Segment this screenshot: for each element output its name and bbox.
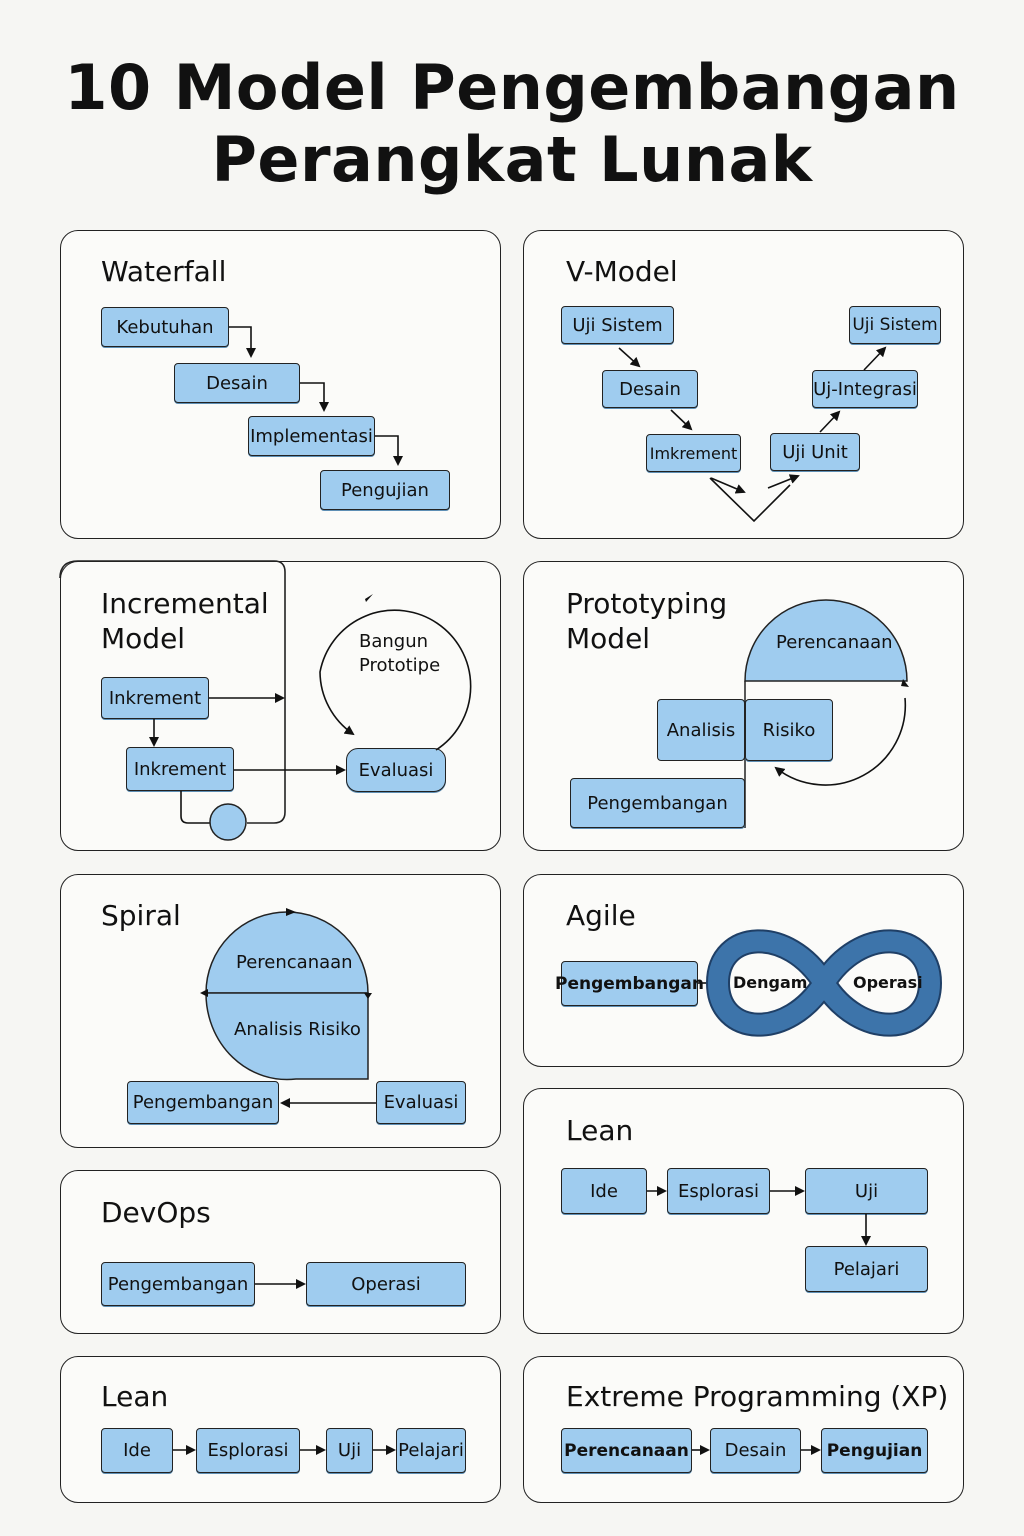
incremental-node-circle <box>209 803 247 841</box>
incremental-cycle-label-2: Prototipe <box>359 655 441 676</box>
devops-development-box: Pengembangan <box>101 1262 255 1306</box>
lean-right-uji-box: Uji <box>805 1168 928 1214</box>
agile-loop-label-left: Dengam <box>733 973 808 992</box>
xp-design-box: Desain <box>710 1428 801 1473</box>
vmodel-right-uji-sistem: Uji Sistem <box>849 306 941 344</box>
prototyping-development-box: Pengembangan <box>570 778 745 828</box>
xp-title: Extreme Programming (XP) <box>566 1380 949 1413</box>
vmodel-left-imkrement: Imkrement <box>646 434 741 472</box>
lean-right-title: Lean <box>566 1114 634 1147</box>
incremental-cycle-label-1: Bangun <box>359 631 429 652</box>
prototyping-title-line-2: Model <box>566 622 651 655</box>
lean-right-ide-box: Ide <box>561 1168 647 1214</box>
prototyping-risk-box: Risiko <box>745 699 833 761</box>
vmodel-left-desain: Desain <box>602 370 698 408</box>
lean-bottom-ide-box: Ide <box>101 1428 173 1473</box>
devops-title: DevOps <box>101 1196 211 1229</box>
waterfall-step-pengujian: Pengujian <box>320 470 450 510</box>
incremental-box-2: Inkrement <box>126 747 234 791</box>
lean-bottom-uji-box: Uji <box>326 1428 373 1473</box>
devops-operation-box: Operasi <box>306 1262 466 1306</box>
spiral-development-box: Pengembangan <box>127 1081 279 1124</box>
prototyping-planning-label: Perencanaan <box>776 632 893 653</box>
vmodel-right-uj-integrasi: Uj-Integrasi <box>812 370 918 408</box>
spiral-evaluation-box: Evaluasi <box>376 1081 466 1124</box>
page-title-line-2: Perangkat Lunak <box>211 123 813 196</box>
devops-panel <box>60 1170 501 1334</box>
waterfall-step-kebutuhan: Kebutuhan <box>101 307 229 347</box>
agile-loop-label-right: Operasi <box>853 973 923 992</box>
vmodel-title: V-Model <box>566 255 678 288</box>
waterfall-step-desain: Desain <box>174 363 300 403</box>
prototyping-title-line-1: Prototyping <box>566 587 728 620</box>
page-title-line-1: 10 Model Pengembangan <box>64 51 960 124</box>
lean-right-esplorasi-box: Esplorasi <box>667 1168 770 1214</box>
lean-bottom-pelajari-box: Pelajari <box>396 1428 466 1473</box>
incremental-box-1: Inkrement <box>101 677 209 719</box>
prototyping-analysis-box: Analisis <box>657 699 745 761</box>
incremental-title-line-2: Model <box>101 622 186 655</box>
lean-bottom-title: Lean <box>101 1380 169 1413</box>
lean-right-pelajari-box: Pelajari <box>805 1246 928 1292</box>
agile-title: Agile <box>566 899 636 932</box>
agile-development-box: Pengembangan <box>555 961 704 1006</box>
xp-testing-box: Pengujian <box>821 1428 928 1473</box>
spiral-planning-label: Perencanaan <box>236 952 353 973</box>
spiral-title: Spiral <box>101 899 181 932</box>
xp-planning-box: Perencanaan <box>561 1428 692 1473</box>
incremental-evaluation-box: Evaluasi <box>346 748 446 792</box>
lean-bottom-esplorasi-box: Esplorasi <box>196 1428 300 1473</box>
waterfall-title: Waterfall <box>101 255 227 288</box>
vmodel-left-uji-sistem: Uji Sistem <box>561 306 674 344</box>
incremental-title-line-1: Incremental <box>101 587 269 620</box>
waterfall-step-implementasi: Implementasi <box>248 416 375 456</box>
spiral-risk-analysis-label: Analisis Risiko <box>234 1019 361 1040</box>
vmodel-right-uji-unit: Uji Unit <box>770 433 860 471</box>
